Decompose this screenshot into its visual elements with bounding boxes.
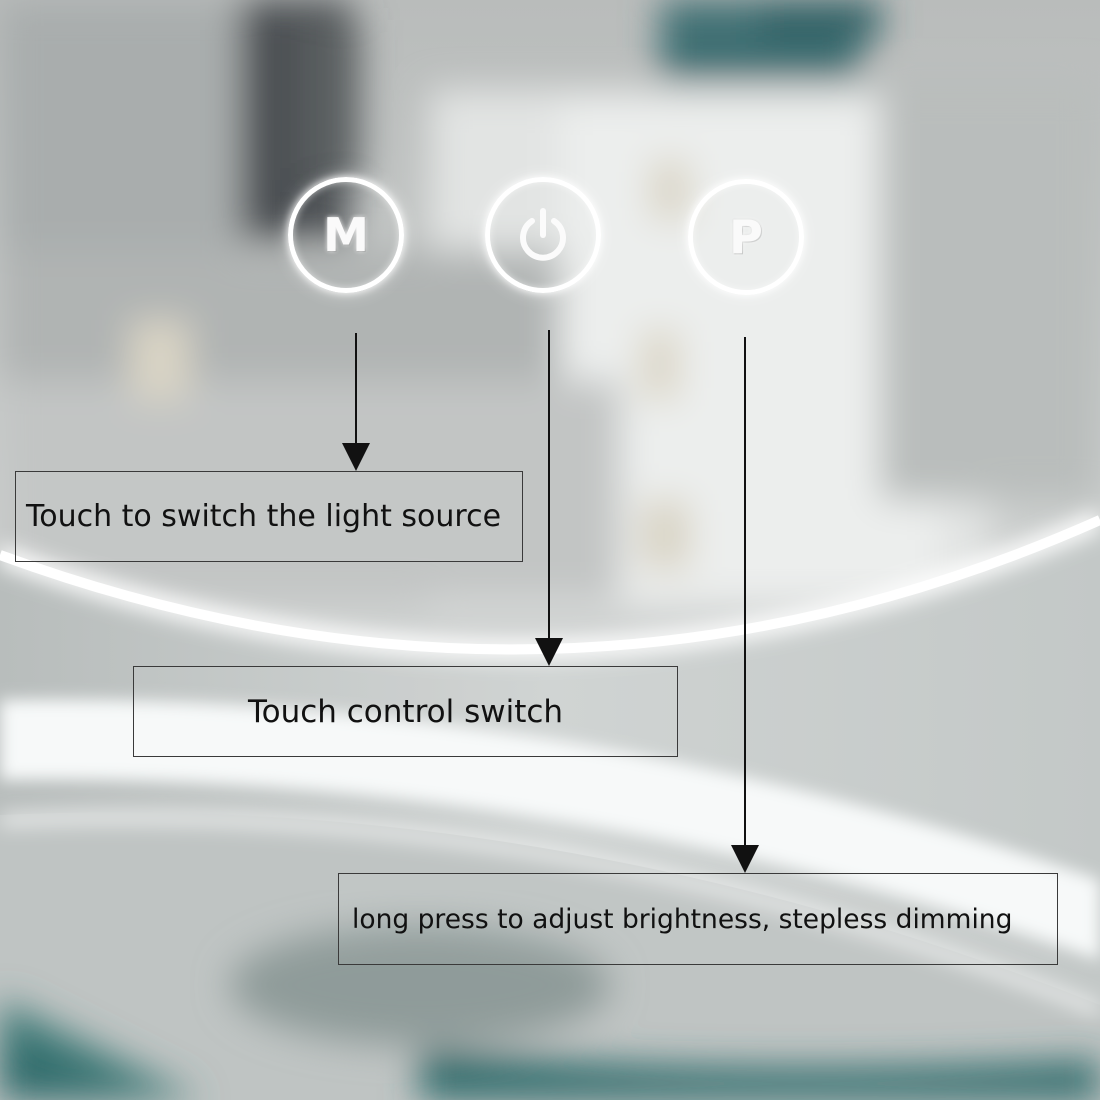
m-arrow-head: [342, 443, 370, 471]
p-arrow-head: [731, 845, 759, 873]
light-source-label: Touch to switch the light source: [26, 499, 502, 534]
light-source-label-box: Touch to switch the light source: [15, 471, 523, 562]
power-arrow-head: [535, 638, 563, 666]
brightness-label-box: long press to adjust brightness, steples…: [338, 873, 1058, 965]
m-button-label: M: [323, 208, 369, 262]
power-arrow-line: [548, 330, 550, 643]
power-icon: [520, 208, 566, 261]
p-arrow-line: [744, 337, 746, 850]
m-arrow-line: [355, 333, 357, 449]
power-touch-button[interactable]: [485, 177, 601, 293]
p-button-label: P: [729, 210, 763, 264]
control-switch-label-box: Touch control switch: [133, 666, 678, 757]
m-touch-button[interactable]: M: [288, 177, 404, 293]
p-touch-button[interactable]: P: [688, 179, 804, 295]
control-switch-label: Touch control switch: [247, 693, 564, 730]
brightness-label: long press to adjust brightness, steples…: [352, 903, 1013, 935]
